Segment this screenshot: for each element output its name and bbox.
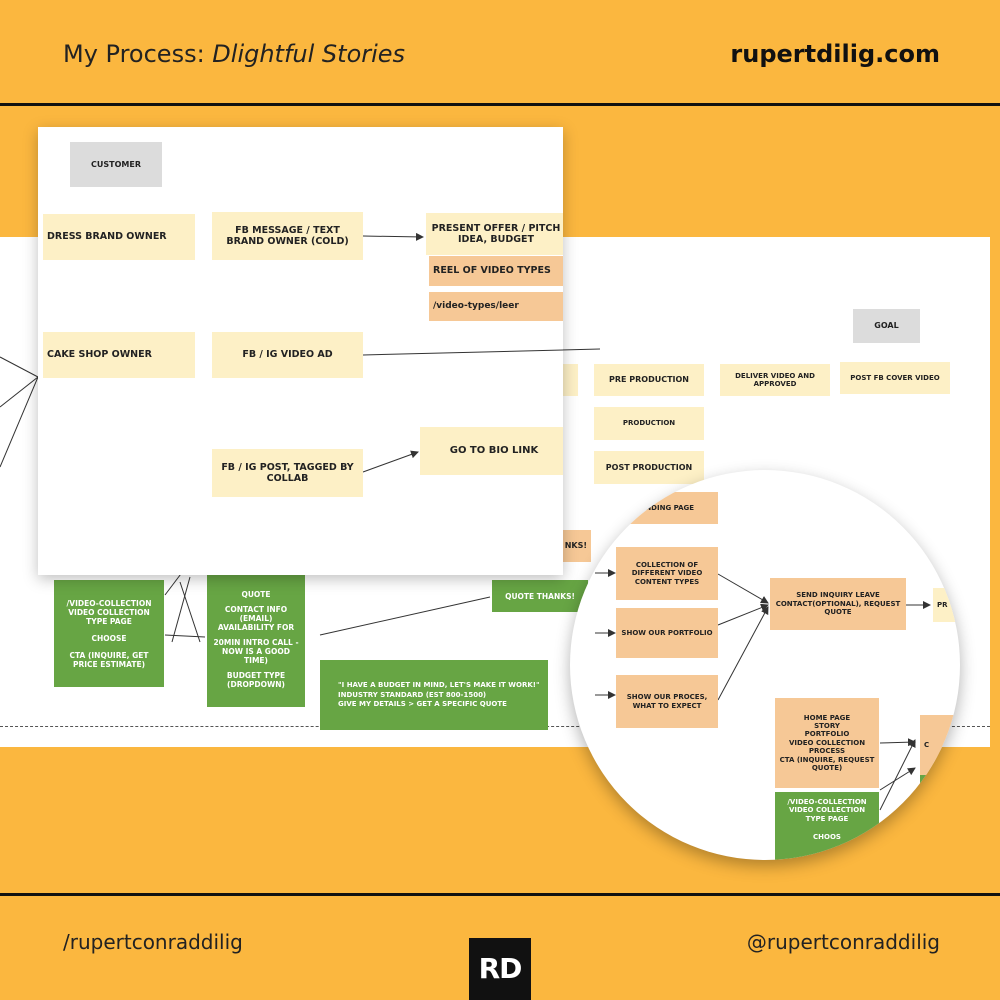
deliver-video-note: Deliver video and approved: [720, 364, 830, 396]
zoom-connectors: [595, 569, 931, 860]
goal-label: goal: [853, 309, 920, 343]
pre-production-note: Pre production: [594, 364, 704, 396]
cake-shop-owner-note: Cake shop owner: [43, 332, 195, 378]
present-offer-note: Present offer / pitch idea, budget: [426, 213, 563, 255]
vc-line: choose: [91, 633, 127, 643]
portfolio-note: Show our portfolio: [616, 608, 718, 658]
footer-handle-left: /rupertconraddilig: [63, 930, 243, 954]
zvc-line: /video-collection: [787, 798, 867, 806]
vc-line: /video-collection: [66, 598, 152, 608]
bio-link-note: Go to BIO Link: [420, 427, 563, 475]
budget-option: Industry standard (est 800-1500): [338, 690, 487, 699]
budget-option: Give my details > get a specific quote: [338, 700, 507, 709]
video-collection-note: /video-collection Video Collection type …: [54, 580, 164, 687]
form-line: quote: [241, 590, 271, 599]
form-line: Budget type (dropdown): [226, 671, 286, 689]
home-page-note: Home Page story Portfolio Video collecti…: [775, 698, 879, 788]
home-line: Portfolio: [804, 730, 850, 739]
zvc-line: choos: [813, 833, 841, 842]
rd-logo: RD: [469, 938, 531, 1000]
process-note: Show our proces, what to expect: [616, 675, 718, 728]
partial-green-note: [920, 775, 960, 815]
footer-divider: [0, 893, 1000, 896]
zoom-video-collection-note: /video-collection VIdeo Collection type …: [775, 792, 879, 860]
budget-option: "I have a budget in mind, let's make it …: [338, 681, 540, 690]
partial-c-note: C: [920, 715, 960, 775]
post-production-note: Post production: [594, 451, 704, 484]
thanks-partial-note: nks!: [563, 530, 591, 562]
collection-types-note: Collection of DIfferent video content ty…: [616, 547, 718, 600]
fb-ig-ad-note: FB / IG video ad: [212, 332, 363, 378]
vc-line: Video Collection: [68, 607, 150, 617]
header-divider: [0, 103, 1000, 106]
quote-thanks-note: QUOTE THANKS!: [492, 580, 588, 612]
customer-label: customer: [70, 142, 162, 187]
front-flowchart-panel: customer Dress brand owner FB message / …: [38, 127, 563, 575]
dress-brand-owner-note: Dress brand owner: [43, 214, 195, 260]
site-url: rupertdilig.com: [730, 40, 940, 68]
front-connectors: [362, 232, 563, 473]
zoom-magnifier: anding page Collection of DIfferent vide…: [570, 470, 960, 860]
send-inquiry-note: SEND Inquiry leave contact(optional), re…: [770, 578, 906, 630]
reel-note: REEL of video types: [429, 256, 563, 286]
home-line: Video collection: [788, 738, 866, 747]
title-prefix: My Process:: [63, 40, 213, 68]
zvc-line: type page: [805, 814, 849, 823]
home-line: CTA (Inquire, request quote): [779, 755, 875, 772]
partial-note: [560, 364, 578, 396]
zvc-line: VIdeo Collection: [788, 806, 866, 815]
footer-handle-right: @rupertconraddilig: [746, 930, 940, 954]
page-title: My Process: Dlightful Stories: [63, 40, 405, 68]
budget-options-note: "I have a budget in mind, let's make it …: [320, 660, 548, 730]
vc-line: CTA (INQUIRE, GET PRICE ESTIMATE): [69, 650, 149, 669]
video-types-link-note: /video-types/leer: [429, 292, 563, 321]
form-line: 20min intro call - now is a good time): [213, 638, 299, 665]
home-line: Home Page: [803, 713, 851, 722]
fb-ig-post-note: FB / IG post, tagged by collab: [212, 449, 363, 497]
production-note: production: [594, 407, 704, 440]
vc-line: type page: [86, 616, 132, 626]
post-cover-note: Post FB cover video: [840, 362, 950, 394]
landing-page-note: anding page: [616, 492, 718, 524]
partial-pr-note: Pr: [933, 588, 960, 622]
title-italic: Dlightful Stories: [212, 40, 406, 68]
form-line: Contact info (email): [224, 605, 288, 623]
fb-message-note: FB message / text brand owner (cold): [212, 212, 363, 260]
form-line: Availability for: [217, 623, 295, 632]
home-line: story: [814, 722, 840, 731]
inquiry-form-note: quote Contact info (email) Availability …: [207, 572, 305, 707]
home-line: Process: [808, 747, 846, 756]
